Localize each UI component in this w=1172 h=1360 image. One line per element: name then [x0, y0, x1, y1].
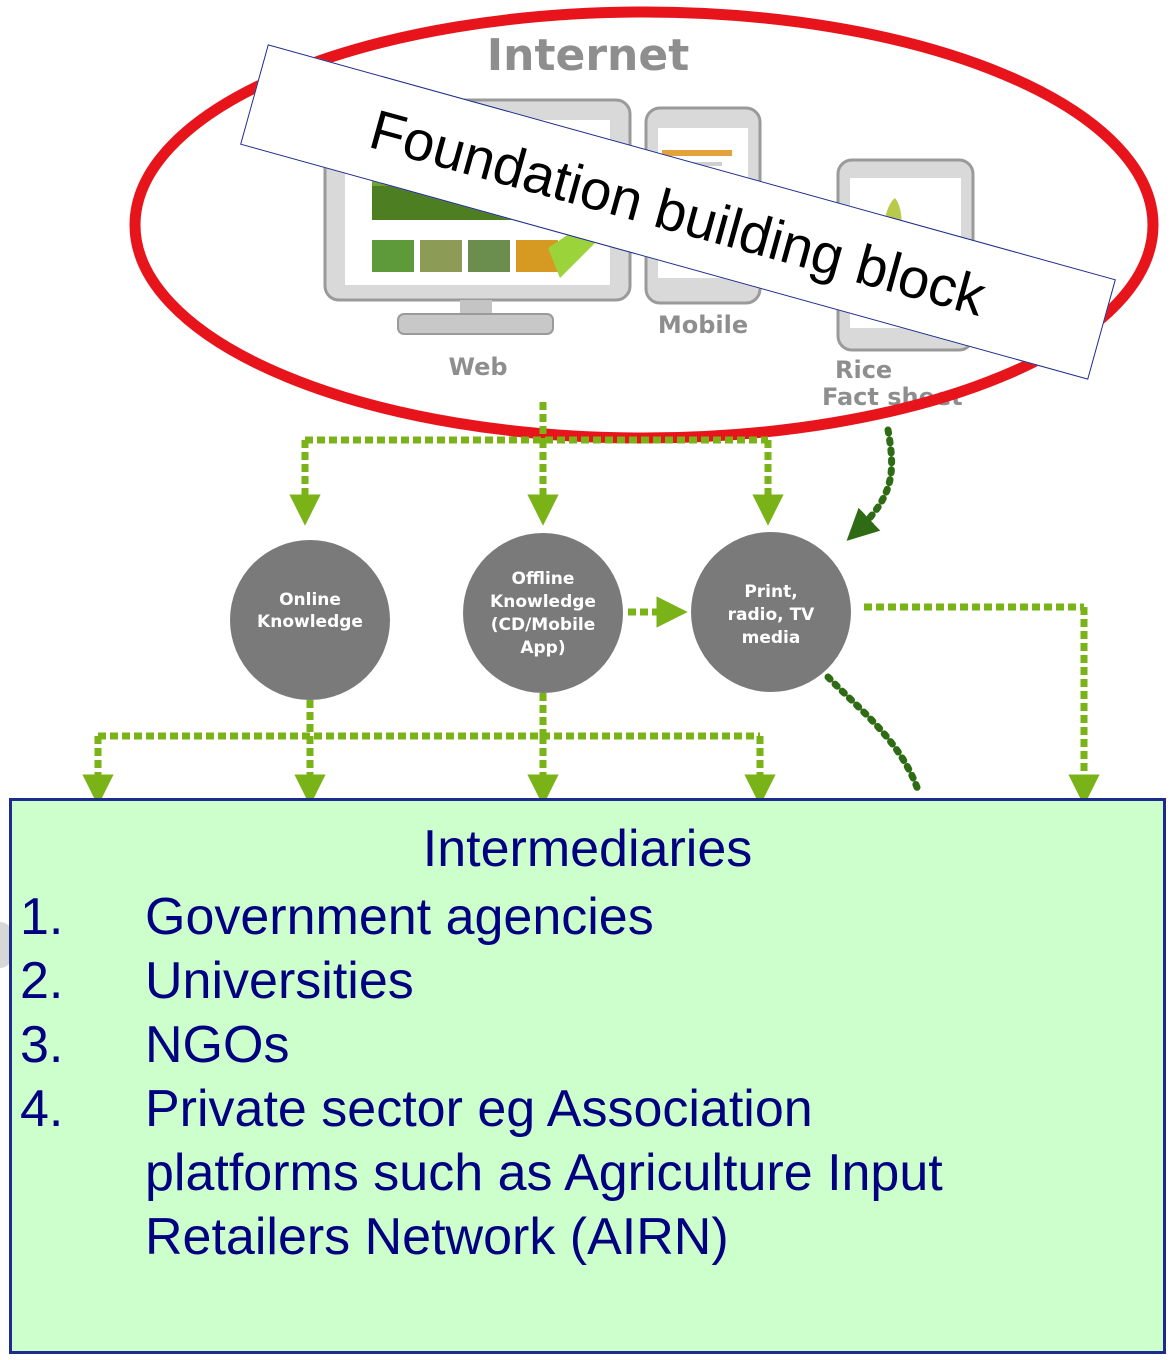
top-distribution-arrows [289, 402, 784, 526]
lower-distribution-arrows [82, 603, 1100, 806]
fact-sheet-label-line1: Rice [835, 356, 892, 384]
item-number: 2. [20, 952, 64, 1010]
offline-line4: App) [520, 638, 565, 658]
offline-line2: Knowledge [490, 592, 596, 612]
internet-title: Internet [487, 30, 689, 81]
mobile-label: Mobile [658, 311, 748, 339]
intermediaries-list: 1. Government agencies 2. Universities 3. N… [12, 885, 1163, 1269]
item-text-line2: platforms such as Agriculture Input [145, 1144, 943, 1202]
print-line2: radio, TV [728, 605, 816, 625]
item-number: 3. [20, 1016, 64, 1074]
list-item: 3. NGOs [12, 1013, 1163, 1077]
media-dotted-arrow [824, 673, 922, 794]
offline-line3: (CD/Mobile [491, 615, 596, 635]
intermediaries-box: Intermediaries 1. Government agencies 2. U… [9, 798, 1166, 1354]
item-text: NGOs [145, 1016, 290, 1074]
offline-line1: Offline [512, 569, 575, 589]
online-line1: Online [279, 590, 341, 610]
print-media-node: Print, radio, TV media [691, 532, 851, 692]
web-label: Web [448, 353, 507, 381]
list-item: 2. Universities [12, 949, 1163, 1013]
print-line1: Print, [744, 582, 797, 602]
list-item: 4. Private sector eg Association platforms… [12, 1077, 1163, 1269]
intermediaries-title: Intermediaries [422, 820, 753, 878]
item-number: 1. [20, 888, 64, 946]
fact-sheet-to-media-arrow [846, 426, 896, 541]
item-text: Government agencies [145, 888, 654, 946]
print-line3: media [742, 628, 801, 648]
item-number: 4. [20, 1080, 64, 1138]
list-item: 1. Government agencies [12, 885, 1163, 949]
item-text-line1: Private sector eg Association [145, 1080, 813, 1138]
item-text-line3: Retailers Network (AIRN) [145, 1208, 729, 1266]
item-text: Universities [145, 952, 414, 1010]
online-line2: Knowledge [257, 612, 363, 632]
